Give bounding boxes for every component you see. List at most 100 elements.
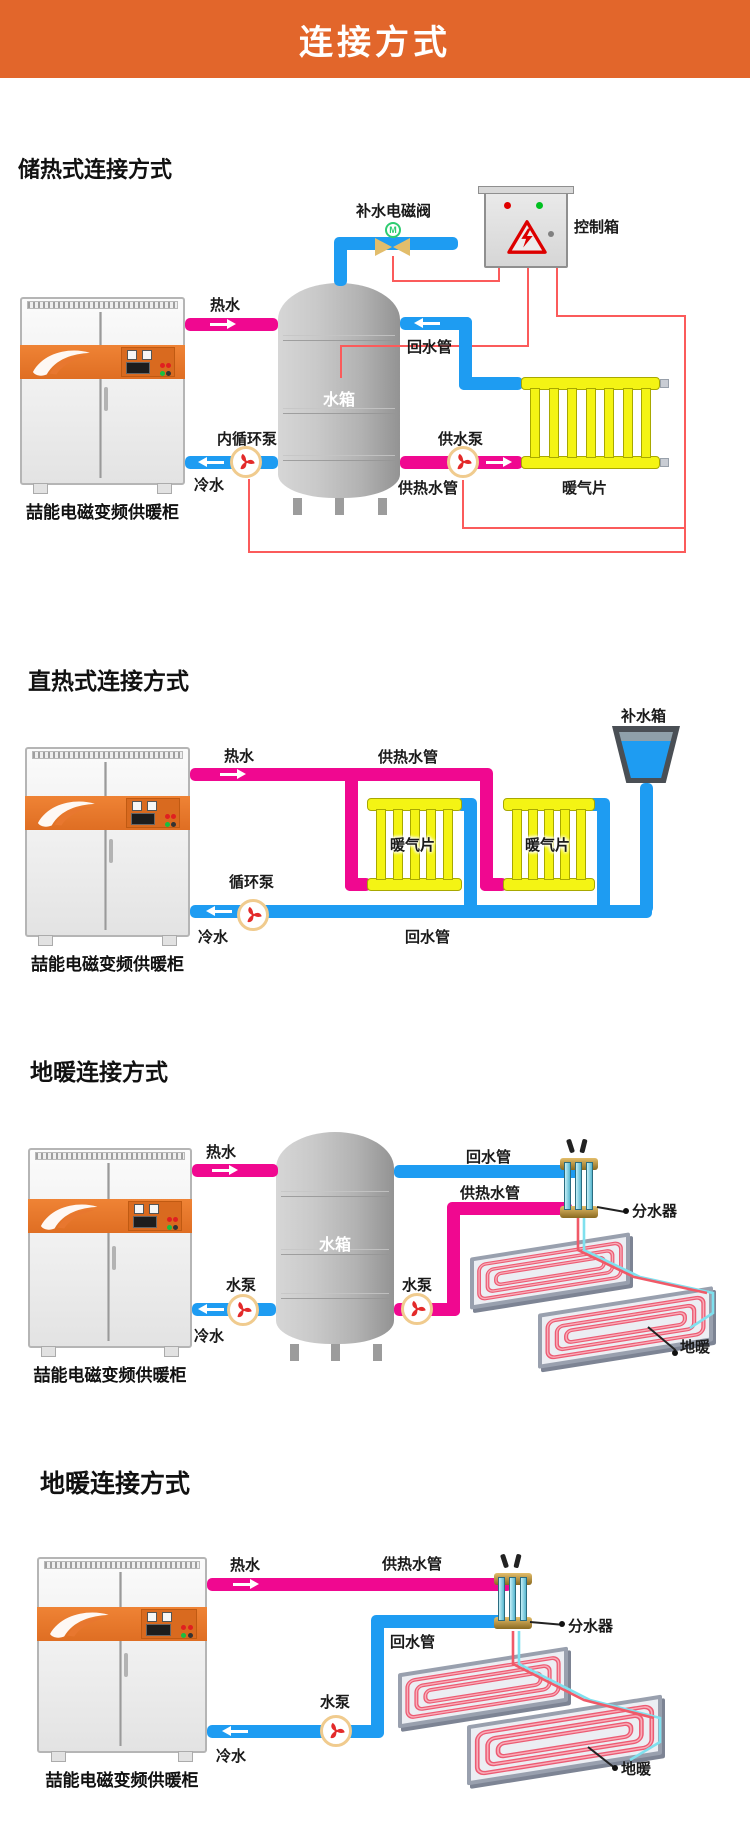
radiator-bars: [376, 809, 453, 880]
flow-arrow-left: [222, 1726, 248, 1737]
control-wire: [498, 268, 500, 282]
radiator-bar: [544, 809, 554, 880]
section3-heading: 地暖连接方式: [30, 1059, 168, 1085]
electric-warning-icon: [507, 220, 547, 254]
control-wire: [248, 551, 686, 553]
gauge-icon: [146, 800, 157, 811]
cabinet-door-split: [104, 762, 108, 930]
panel-green-light: [164, 821, 170, 827]
water-pump: [401, 1293, 433, 1325]
pump-fan-icon: [457, 453, 472, 470]
tank-label: 水箱: [322, 392, 355, 409]
brand-swirl-icon: [37, 801, 95, 827]
radiator-bar: [392, 809, 403, 880]
radiator-bar: [530, 388, 540, 458]
heating-cabinet: 喆能电磁变频供暖柜: [20, 297, 185, 522]
control-wire: [462, 527, 686, 529]
flow-arrow-left: [414, 318, 440, 329]
tank-seam: [280, 1248, 390, 1255]
arrow-shaft: [220, 773, 239, 776]
pump-label: 水泵: [320, 1694, 351, 1711]
cabinet-orange-band: [37, 1607, 207, 1641]
hot-water-label: 热水: [210, 297, 241, 314]
section2-heading: 直热式连接方式: [28, 668, 189, 694]
coil-loops: [545, 1295, 706, 1360]
panel-screen: [146, 1624, 171, 1636]
cabinet-door-handle: [104, 387, 109, 411]
cabinet-foot: [38, 935, 54, 946]
panel-green-light: [166, 1225, 172, 1230]
radiator-label: 暖气片: [390, 837, 436, 854]
manifold-label: 分水器: [568, 1618, 614, 1635]
gauge-icon: [126, 350, 137, 360]
section4-heading: 地暖连接方式: [40, 1470, 191, 1498]
radiator-bar: [622, 388, 633, 458]
panel-red-light: [165, 363, 171, 368]
pump-label: 水泵: [226, 1277, 257, 1294]
tank-leg: [331, 1344, 341, 1361]
flow-arrow-right: [212, 1165, 238, 1176]
arrow-head: [229, 1165, 238, 1175]
manifold-handle: [565, 1138, 576, 1154]
manifold-tube: [498, 1577, 505, 1621]
pump-fan-icon: [237, 1301, 252, 1318]
manifold-label: 分水器: [632, 1203, 678, 1220]
makeup-water-tank: [612, 726, 680, 783]
radiator-bar: [528, 809, 538, 880]
panel-screen: [133, 1216, 158, 1228]
control-box: [478, 186, 574, 268]
tank-seam: [282, 455, 396, 461]
cold-water-label: 冷水: [216, 1748, 247, 1765]
panel-red-light: [164, 813, 170, 819]
floor-heating-label: 地暖: [680, 1339, 711, 1356]
control-wire: [248, 479, 250, 553]
radiator: [521, 377, 669, 469]
manifold-tube: [520, 1577, 527, 1621]
arrow-head: [198, 457, 207, 467]
tank-seam: [282, 334, 396, 341]
supply-pump-label: 供水泵: [438, 431, 484, 448]
panel-green-light: [159, 371, 165, 376]
cabinet-control-panel: [128, 1201, 183, 1231]
return-pipe: [394, 1165, 580, 1178]
control-wire: [340, 345, 529, 347]
arrow-head: [198, 1304, 207, 1314]
flow-arrow-right: [233, 1579, 259, 1590]
supply-stub: [480, 878, 507, 891]
arrow-shaft: [205, 461, 224, 464]
supply-stub: [345, 878, 371, 891]
circulation-pump: [237, 899, 269, 931]
panel-screen: [130, 812, 155, 825]
radiator-bar: [560, 809, 570, 880]
section1-heading: 储热式连接方式: [18, 157, 173, 182]
control-wire: [392, 280, 500, 282]
cabinet-orange-band: [25, 795, 190, 830]
radiator-bar: [641, 388, 651, 458]
cabinet-vents: [31, 751, 184, 759]
heating-cabinet: 喆能电磁变频供暖柜: [25, 747, 190, 974]
panel-red-light: [181, 1625, 187, 1630]
radiator: [503, 798, 595, 891]
supply-riser-pipe: [447, 1203, 460, 1316]
pointer-dot: [672, 1350, 678, 1356]
tank-leg: [378, 498, 388, 515]
radiator-bars: [530, 388, 651, 458]
valve-wing-icon: [393, 238, 410, 256]
panel-screen: [125, 362, 150, 374]
supply-pipe-label: 供热水管: [398, 480, 459, 497]
return-pipe-label: 回水管: [407, 339, 453, 356]
cabinet-foot: [178, 1751, 194, 1762]
arrow-shaft: [233, 1583, 252, 1586]
supply-pipe-label: 供热水管: [382, 1556, 443, 1573]
tank-leg: [290, 1344, 300, 1361]
radiator-bar: [585, 388, 596, 458]
radiator-bar: [409, 809, 420, 880]
floor-loop-pipes: [511, 1631, 662, 1762]
panel-dark-light: [173, 1225, 179, 1230]
control-wire: [340, 345, 342, 378]
gauge-icon: [148, 1204, 159, 1214]
panel-red-light: [187, 1625, 193, 1630]
radiator-bar: [376, 809, 386, 880]
pump-label: 水泵: [402, 1277, 433, 1294]
